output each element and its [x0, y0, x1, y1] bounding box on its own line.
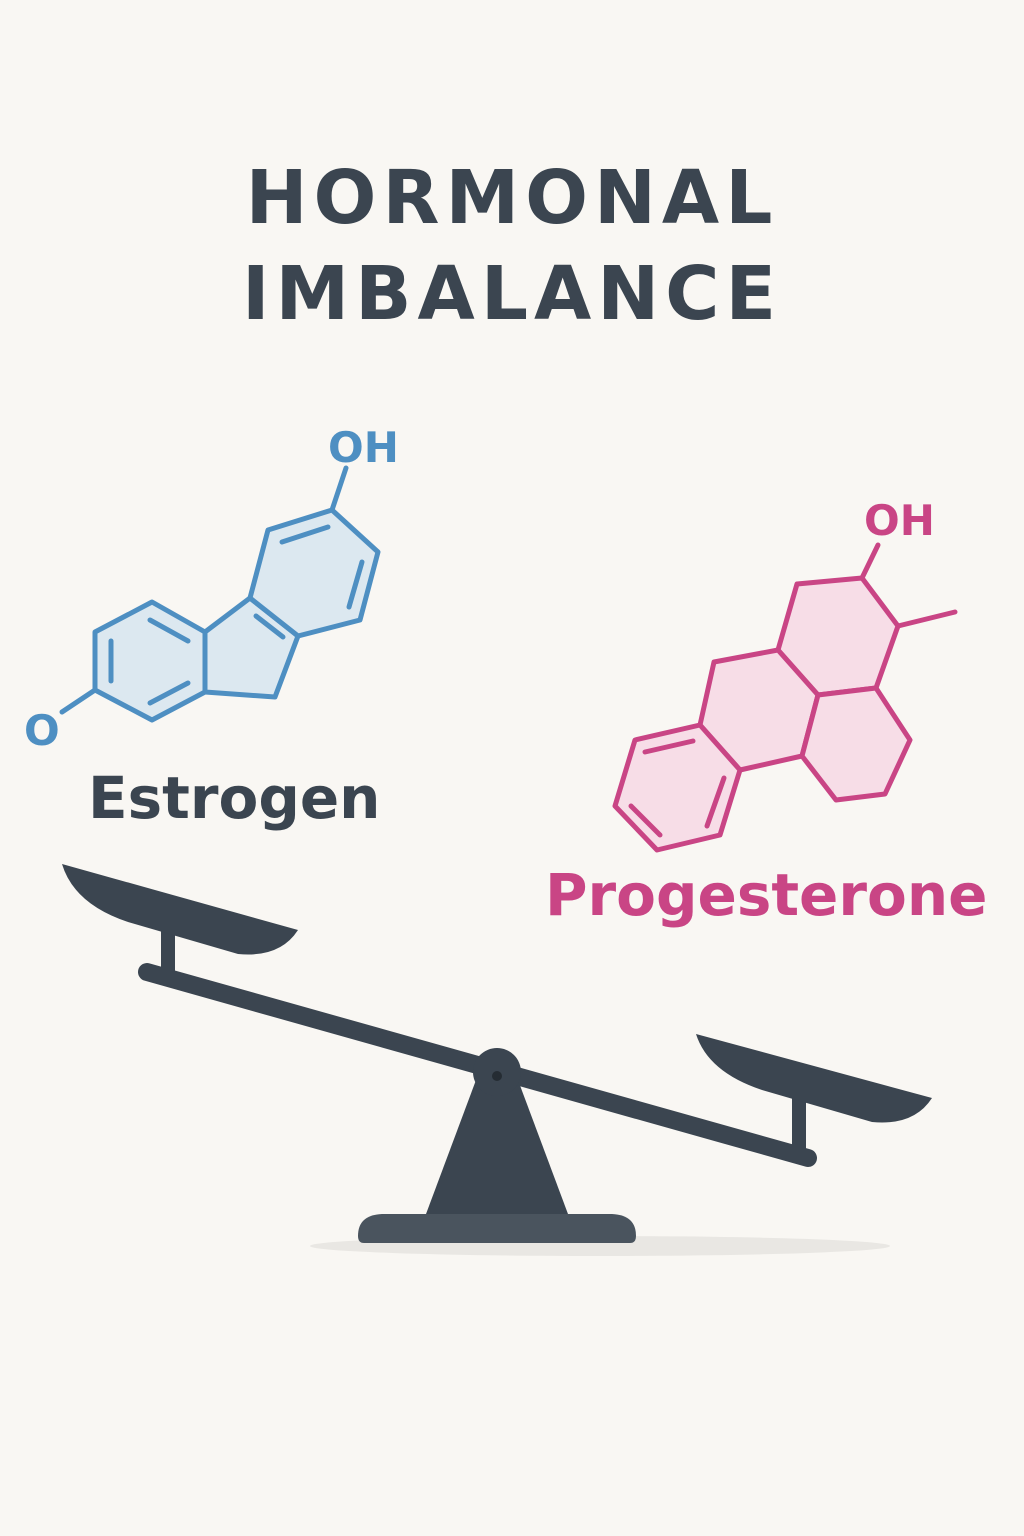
progesterone-ring-c	[799, 685, 913, 803]
estrogen-right-ring-double-bond	[346, 559, 365, 610]
left-pan-post	[161, 930, 175, 976]
scale-pivot-pin	[492, 1071, 502, 1081]
title-line-2: IMBALANCE	[241, 251, 783, 337]
estrogen-right-ring-double-bond	[279, 524, 331, 545]
progesterone-oh-bond	[859, 542, 881, 581]
estrogen-five-ring	[202, 595, 301, 700]
estrogen-left-ring-double-bond	[147, 617, 191, 644]
estrogen-five-ring-double-bond	[253, 613, 286, 640]
progesterone-aromatic-double-bond	[642, 738, 696, 755]
title-line-1: HORMONAL	[245, 155, 779, 241]
progesterone-label: Progesterone	[545, 861, 987, 929]
estrogen-o-label: O	[24, 706, 60, 755]
right-pan-post	[792, 1094, 806, 1150]
estrogen-o-bond	[59, 687, 98, 715]
progesterone-molecule	[612, 542, 958, 853]
progesterone-aromatic-double-bond	[704, 775, 727, 829]
left-pan	[62, 864, 298, 955]
estrogen-left-ring-double-bond	[147, 680, 191, 706]
progesterone-oh-label: OH	[864, 496, 935, 545]
page-title: HORMONAL IMBALANCE	[0, 150, 1024, 342]
estrogen-molecule	[59, 465, 381, 723]
estrogen-oh-label: OH	[328, 423, 399, 472]
scale-base	[358, 1214, 636, 1243]
progesterone-methyl-bond	[895, 609, 958, 629]
balance-scale	[62, 864, 932, 1256]
estrogen-oh-bond	[329, 465, 349, 513]
scale-stand	[426, 1064, 568, 1214]
progesterone-aromatic-double-bond	[628, 803, 663, 838]
estrogen-label: Estrogen	[88, 764, 380, 832]
right-pan	[696, 1034, 932, 1123]
